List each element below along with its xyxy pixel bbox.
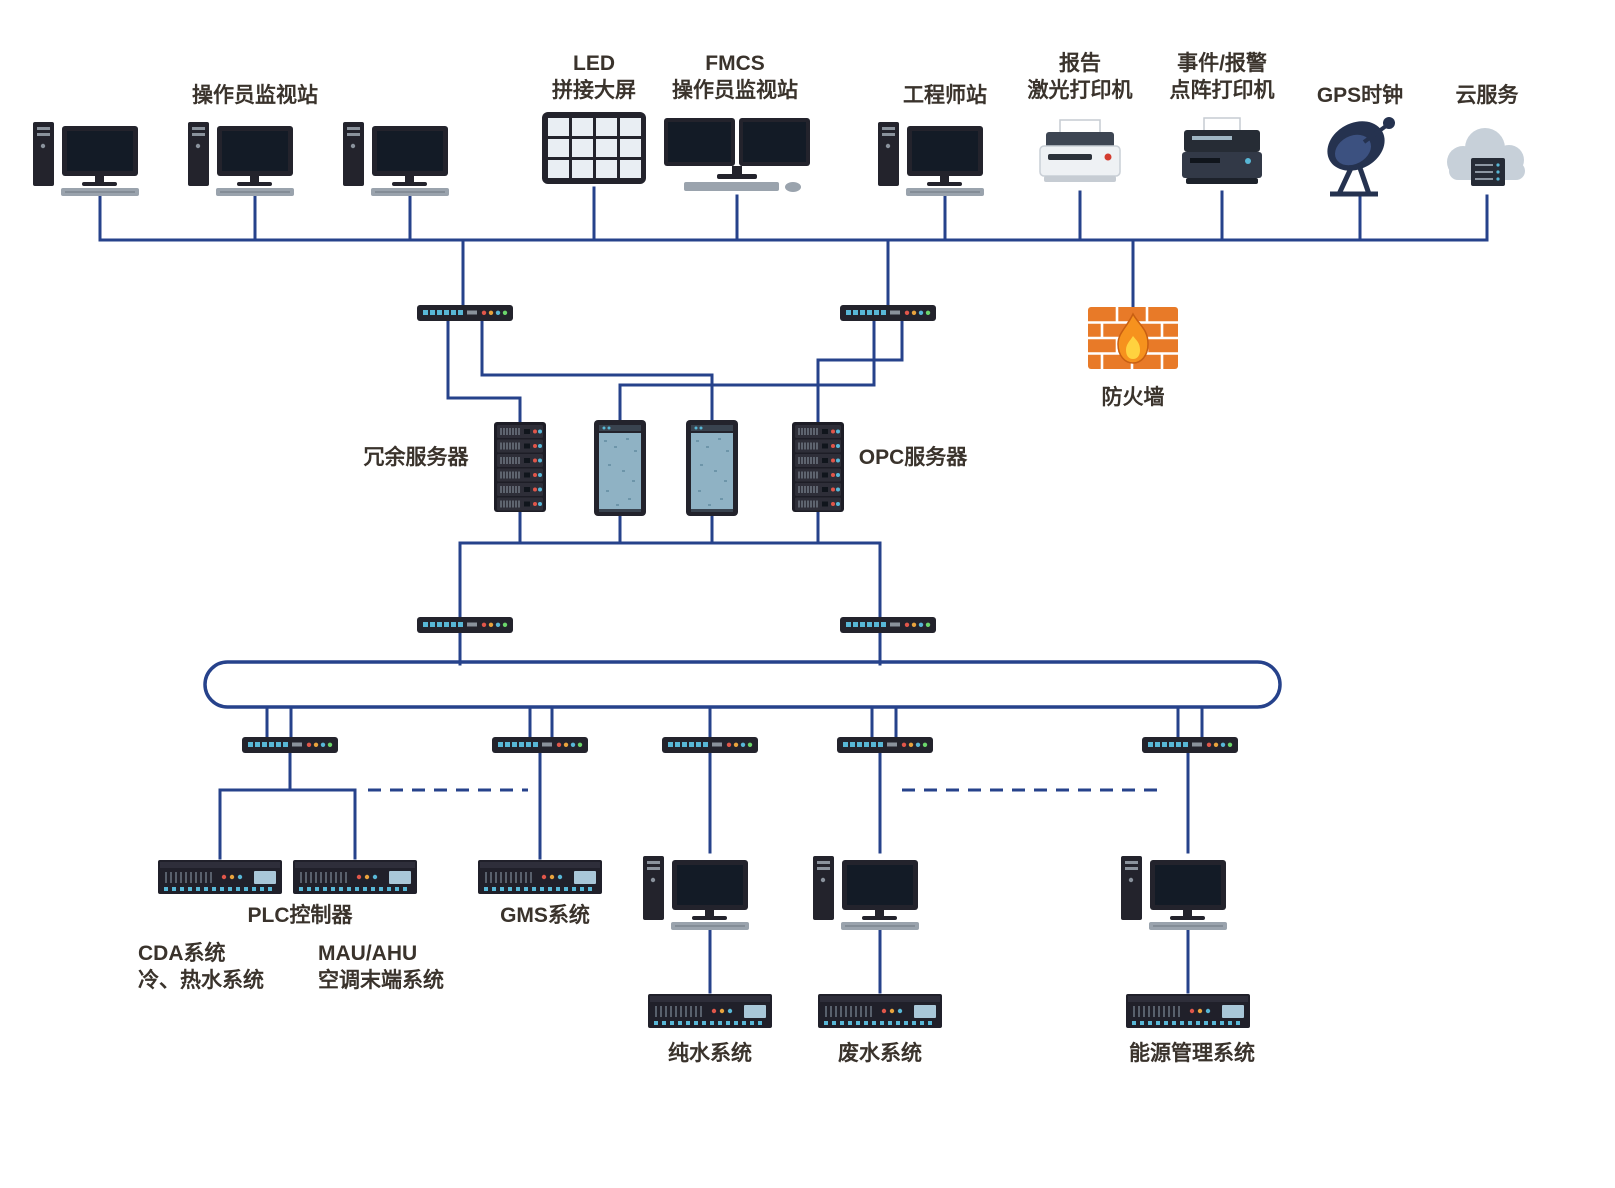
led-wall-label: LED 拼接大屏 xyxy=(552,52,636,103)
operator-workstation-3-icon xyxy=(342,121,450,197)
field-switch-energy-icon xyxy=(1142,737,1238,753)
field-switch-waste-water-icon xyxy=(837,737,933,753)
opc-server-icon xyxy=(792,422,844,512)
laser-printer-label: 报告 激光打印机 xyxy=(1027,52,1133,103)
operator-station-label: 操作员监视站 xyxy=(192,84,318,107)
firewall-label: 防火墙 xyxy=(1101,386,1165,409)
energy-management-label: 能源管理系统 xyxy=(1129,1042,1255,1065)
distribution-switch-1-icon xyxy=(417,617,513,633)
plc-controller-2-icon xyxy=(293,859,417,895)
fmcs-station-label: FMCS 操作员监视站 xyxy=(672,52,798,103)
engineer-station-label: 工程师站 xyxy=(903,84,987,107)
connection-lines xyxy=(98,186,1489,994)
field-switch-plc-icon xyxy=(242,737,338,753)
firewall-icon xyxy=(1087,306,1179,370)
core-switch-1-icon xyxy=(417,305,513,321)
plc-controller-label: PLC控制器 xyxy=(247,904,353,927)
cloud-service-label: 云服务 xyxy=(1455,84,1519,107)
redundant-server-label: 冗余服务器 xyxy=(363,446,469,469)
opc-server-label: OPC服务器 xyxy=(858,446,968,469)
dot-matrix-printer-label: 事件/报警 点阵打印机 xyxy=(1169,52,1275,103)
waste-water-label: 废水系统 xyxy=(838,1042,922,1065)
energy-plc-icon xyxy=(1126,993,1250,1029)
energy-computer-icon xyxy=(1120,855,1228,931)
gps-clock-label: GPS时钟 xyxy=(1316,84,1404,107)
pure-water-computer-icon xyxy=(642,855,750,931)
field-switch-pure-water-icon xyxy=(662,737,758,753)
led-video-wall-icon xyxy=(542,112,646,184)
cloud-service-icon xyxy=(1446,127,1526,187)
server-cabinet-2-icon xyxy=(686,420,738,516)
pure-water-plc-icon xyxy=(648,993,772,1029)
server-cabinet-1-icon xyxy=(594,420,646,516)
waste-water-computer-icon xyxy=(812,855,920,931)
distribution-switch-2-icon xyxy=(840,617,936,633)
core-switch-2-icon xyxy=(840,305,936,321)
pure-water-label: 纯水系统 xyxy=(668,1042,752,1065)
field-switch-gms-icon xyxy=(492,737,588,753)
redundant-server-icon xyxy=(494,422,546,512)
cda-system-label: CDA系统 冷、热水系统 xyxy=(138,942,264,993)
gms-system-label: GMS系统 xyxy=(500,904,590,927)
fmcs-operator-station-icon xyxy=(664,118,810,192)
plc-controller-1-icon xyxy=(158,859,282,895)
operator-workstation-1-icon xyxy=(32,121,140,197)
engineer-workstation-icon xyxy=(877,121,985,197)
gms-system-icon xyxy=(478,859,602,895)
operator-workstation-2-icon xyxy=(187,121,295,197)
ring-network-bus xyxy=(203,660,1282,709)
laser-printer-icon xyxy=(1039,119,1121,183)
mau-ahu-label: MAU/AHU 空调末端系统 xyxy=(318,942,444,993)
waste-water-plc-icon xyxy=(818,993,942,1029)
gps-clock-icon xyxy=(1319,112,1395,194)
dot-matrix-printer-icon xyxy=(1181,117,1263,185)
